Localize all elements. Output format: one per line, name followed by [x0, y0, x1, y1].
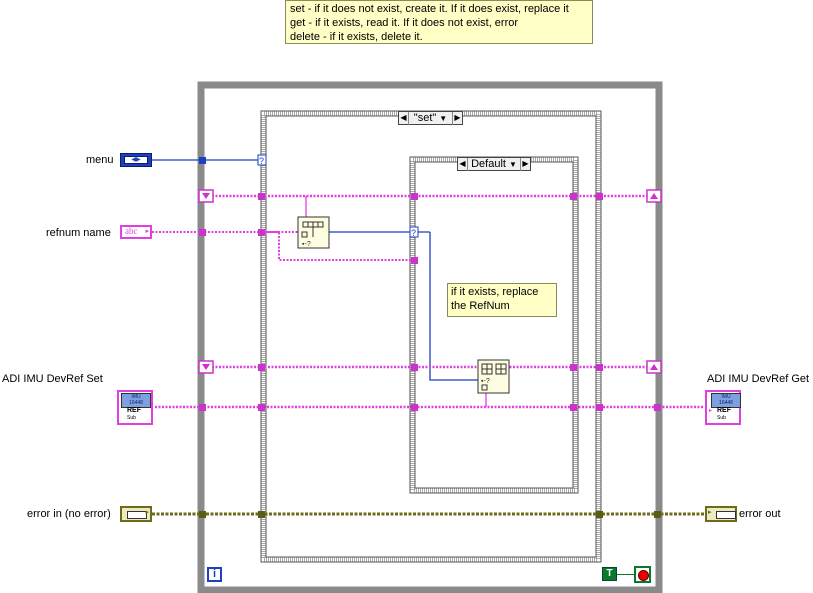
ref-label-text: REF: [717, 407, 731, 414]
shift-register-right-1[interactable]: [646, 189, 662, 203]
chevron-down-icon[interactable]: ▼: [439, 113, 448, 123]
devref-get-refnum-terminal[interactable]: IMU 16448 ▸ REF Sub: [705, 390, 741, 425]
decrement-arrow-icon[interactable]: ◀: [459, 159, 466, 168]
true-constant-text: T: [606, 568, 613, 579]
search-array-function-icon[interactable]: ▪-?: [297, 216, 330, 249]
shift-register-left-2[interactable]: [198, 360, 214, 374]
svg-text:?: ?: [259, 156, 264, 166]
note-line: if it exists, replace: [451, 286, 539, 298]
error-in-cluster-terminal[interactable]: ▸: [120, 506, 152, 522]
loop-iteration-terminal[interactable]: i: [207, 567, 222, 582]
increment-arrow-icon[interactable]: ▶: [522, 159, 529, 168]
ref-sub-text: Sub: [127, 415, 136, 421]
imu-title-text: IMU 16448: [711, 393, 741, 408]
while-loop[interactable]: [197, 81, 663, 593]
chevron-down-icon[interactable]: ▼: [508, 159, 517, 169]
outer-case-selector[interactable]: ◀ "set"▼ ▶: [398, 111, 463, 125]
devref-get-label: ADI IMU DevRef Get: [707, 373, 810, 385]
menu-enum-terminal[interactable]: ◀▶: [120, 153, 152, 167]
true-constant[interactable]: T: [602, 567, 617, 581]
note-line: the RefNum: [451, 300, 510, 312]
shift-register-left-1[interactable]: [198, 189, 214, 203]
ref-sub-text: Sub: [717, 415, 726, 421]
refnum-name-string-terminal[interactable]: abc ▸: [120, 225, 152, 239]
error-out-label: error out: [739, 508, 781, 520]
error-in-label: error in (no error): [27, 508, 111, 520]
replace-element-function-icon[interactable]: ▪-?: [477, 359, 510, 394]
refnum-name-label: refnum name: [46, 227, 111, 239]
menu-label: menu: [86, 154, 114, 166]
error-out-cluster-terminal[interactable]: ▸: [705, 506, 737, 522]
boolean-wire: [617, 574, 634, 575]
devref-set-label: ADI IMU DevRef Set: [2, 373, 103, 385]
inner-case-selector[interactable]: ◀ Default▼ ▶: [457, 157, 531, 171]
case-selector-value: Default: [471, 157, 506, 170]
note-line: delete - if it exists, delete it.: [290, 31, 423, 43]
description-note: set - if it does not exist, create it. I…: [285, 0, 593, 44]
imu-title-text: IMU 16448: [121, 393, 151, 408]
devref-set-refnum-terminal[interactable]: IMU 16448 REF Sub: [117, 390, 153, 425]
case-selector-value: "set": [413, 111, 437, 124]
stop-condition-terminal[interactable]: [634, 566, 651, 583]
note-line: set - if it does not exist, create it. I…: [290, 3, 569, 15]
svg-text:▪-?: ▪-?: [302, 241, 311, 248]
shift-register-right-2[interactable]: [646, 360, 662, 374]
svg-text:?: ?: [411, 228, 416, 238]
stop-icon: [638, 570, 649, 581]
svg-text:▪-?: ▪-?: [481, 378, 490, 385]
tunnels: ? ?: [199, 154, 661, 518]
string-terminal-text: abc: [125, 226, 138, 236]
note-line: get - if it exists, read it. If it does …: [290, 17, 519, 29]
increment-arrow-icon[interactable]: ▶: [454, 113, 461, 122]
iteration-text: i: [212, 568, 217, 580]
decrement-arrow-icon[interactable]: ◀: [400, 113, 407, 122]
refnum-wires: [152, 194, 704, 409]
ref-label-text: REF: [127, 407, 141, 414]
replace-note: if it exists, replace the RefNum: [447, 283, 557, 317]
